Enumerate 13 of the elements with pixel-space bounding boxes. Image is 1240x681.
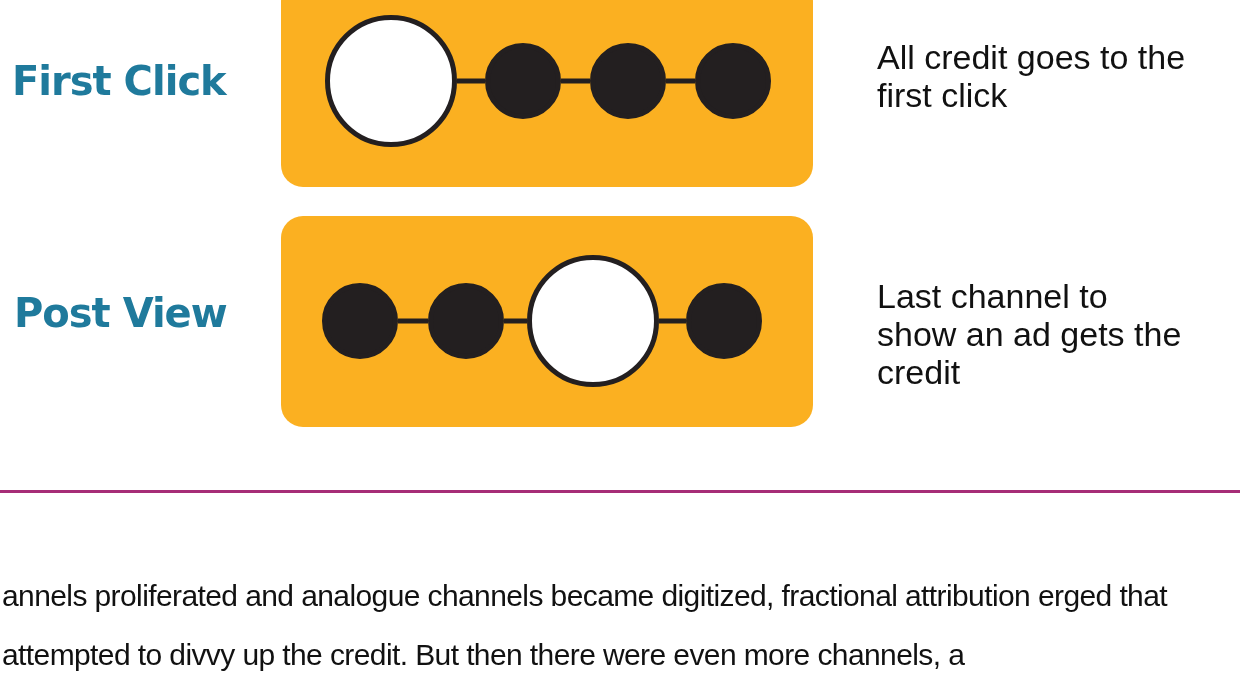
- description-text: All credit goes to the first click: [877, 38, 1187, 114]
- channel-panel: [281, 216, 813, 427]
- body-paragraph: annels proliferated and analogue channels became digitized, fractional attribution erged that attempted to divvy up the credit. But then there were even more channels, a: [2, 578, 1169, 673]
- connector-line: [457, 78, 485, 84]
- channel-panel: [281, 0, 813, 187]
- connector-line: [398, 318, 428, 324]
- row-heading: Post View: [14, 290, 227, 336]
- connector-line: [561, 78, 590, 84]
- connector-line: [659, 318, 686, 324]
- row-heading: First Click: [12, 58, 226, 104]
- connector-line: [666, 78, 695, 84]
- description-text: Last channel to show an ad gets the credit: [877, 277, 1183, 391]
- connector-line: [504, 318, 527, 324]
